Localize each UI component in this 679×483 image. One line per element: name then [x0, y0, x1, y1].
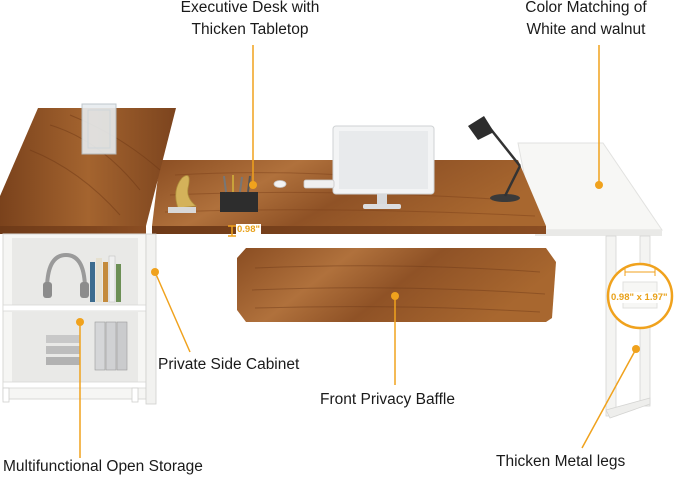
- dimension-leg-profile: 0.98" x 1.97": [610, 292, 669, 303]
- gold-sculpture: [168, 175, 198, 213]
- callout-color: Color Matching of White and walnut: [500, 0, 672, 41]
- desk-organizer: [81, 103, 117, 155]
- dimension-tabletop-thickness: 0.98": [236, 224, 261, 235]
- callout-privacy-baffle: Front Privacy Baffle: [320, 391, 455, 408]
- keyboard: [303, 179, 335, 189]
- mouse: [273, 180, 287, 188]
- callout-desk-title: Executive Desk with Thicken Tabletop: [160, 0, 340, 41]
- callout-desk-title-line1: Executive Desk with: [180, 0, 320, 16]
- callout-leaders: [76, 45, 640, 458]
- pen-holder: [220, 175, 258, 212]
- callout-side-cabinet: Private Side Cabinet: [158, 356, 300, 373]
- desk-lamp: [468, 116, 522, 202]
- monitor: [332, 125, 435, 209]
- return-tabletop: [0, 108, 176, 234]
- callout-color-line1: Color Matching of: [525, 0, 647, 16]
- thickness-marker: [228, 225, 236, 237]
- callout-color-line2: White and walnut: [526, 21, 646, 38]
- callout-metal-legs: Thicken Metal legs: [496, 453, 626, 470]
- callout-desk-title-line2: Thicken Tabletop: [191, 21, 309, 38]
- side-cabinet: [2, 233, 147, 403]
- callout-open-storage: Multifunctional Open Storage: [3, 458, 203, 475]
- privacy-baffle: [237, 248, 556, 322]
